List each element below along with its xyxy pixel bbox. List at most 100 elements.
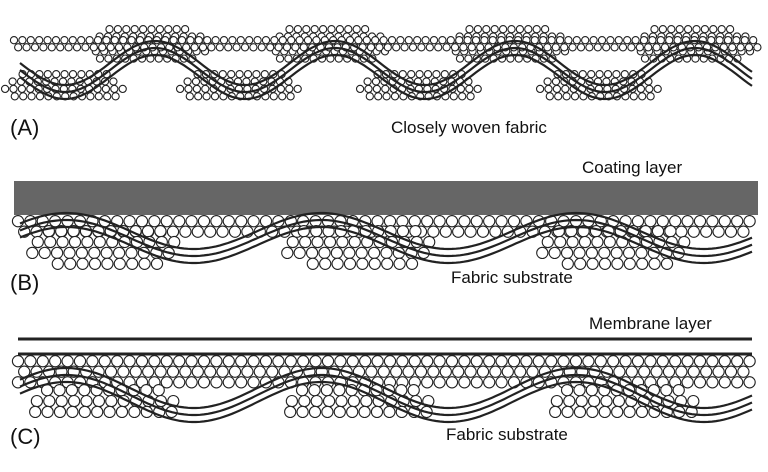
substrate-filament (30, 394, 44, 408)
substrate-filament (591, 235, 604, 249)
substrate-filament (662, 365, 676, 378)
substrate-filament (541, 235, 554, 249)
weft-filament (138, 25, 148, 34)
substrate-filament (91, 405, 104, 419)
weft-filament (285, 84, 294, 94)
substrate-filament (594, 355, 607, 368)
weft-filament (26, 36, 35, 45)
weft-filament (744, 43, 754, 52)
weft-filament (540, 25, 550, 34)
panel-b-substrate-caption: Fabric substrate (451, 268, 573, 287)
weft-filament (543, 77, 552, 86)
weft-filament (211, 36, 220, 45)
weft-filament (365, 92, 374, 101)
weft-filament (105, 25, 114, 34)
weft-filament (284, 54, 293, 63)
substrate-filament (623, 257, 636, 270)
substrate-filament (470, 215, 483, 228)
substrate-filament (24, 355, 37, 368)
weft-filament (299, 43, 308, 52)
weft-filament (47, 43, 56, 52)
substrate-filament (216, 365, 229, 378)
weft-filament (215, 43, 224, 52)
substrate-filament (743, 355, 756, 368)
substrate-filament (308, 384, 321, 397)
warp-yarn-line (19, 218, 753, 258)
substrate-filament (113, 257, 126, 270)
weft-filament (390, 92, 400, 101)
weft-filament (524, 25, 533, 34)
weft-filament (190, 43, 199, 52)
weft-filament (645, 84, 654, 94)
weft-filament (408, 43, 418, 52)
weft-filament (9, 36, 19, 45)
weft-filament (648, 36, 657, 45)
substrate-filament (336, 235, 349, 249)
substrate-filament (557, 355, 570, 368)
substrate-filament (687, 365, 700, 378)
weft-filament (417, 43, 426, 52)
substrate-filament (319, 257, 332, 270)
substrate-filament (476, 365, 490, 378)
panel-b-label: (B) (10, 270, 40, 295)
substrate-filament (700, 225, 713, 238)
weft-filament (302, 25, 311, 34)
substrate-filament (115, 405, 129, 419)
substrate-filament (631, 355, 645, 368)
substrate-filament (622, 246, 636, 260)
substrate-filament (135, 215, 149, 228)
substrate-filament (464, 225, 477, 238)
substrate-filament (56, 235, 69, 249)
weft-filament (364, 84, 373, 94)
weft-filament (101, 84, 111, 94)
substrate-filament (247, 215, 260, 228)
weft-filament (274, 43, 283, 52)
substrate-filament (103, 405, 116, 419)
substrate-filament (598, 257, 612, 270)
substrate-filament (390, 365, 403, 378)
substrate-filament (63, 246, 76, 260)
weft-filament (295, 36, 304, 45)
warp-yarn-line (19, 39, 753, 87)
substrate-filament (53, 405, 67, 419)
substrate-filament (470, 355, 483, 368)
substrate-filament (334, 355, 347, 368)
substrate-filament (611, 257, 624, 270)
weft-filament (86, 92, 95, 101)
weft-filament (19, 92, 28, 101)
substrate-filament (574, 257, 587, 270)
warp-yarn-line (19, 366, 753, 410)
weft-filament (438, 36, 447, 45)
substrate-filament (545, 355, 558, 368)
weft-filament (56, 43, 65, 52)
substrate-filament (693, 215, 707, 228)
substrate-filament (681, 215, 694, 228)
substrate-filament (405, 257, 419, 270)
weft-filament (442, 43, 451, 52)
substrate-filament (587, 394, 601, 408)
substrate-filament (298, 394, 311, 408)
substrate-filament (204, 365, 217, 378)
weft-filament (667, 25, 676, 34)
substrate-filament (36, 355, 49, 368)
substrate-filament (427, 365, 440, 378)
substrate-filament (554, 235, 567, 249)
substrate-filament (724, 365, 738, 378)
weft-filament (749, 36, 758, 45)
weft-filament (355, 84, 365, 94)
weft-filament (286, 92, 295, 101)
substrate-filament (330, 246, 344, 260)
weft-filament (464, 54, 473, 63)
substrate-filament (173, 355, 186, 368)
weft-filament (194, 92, 203, 101)
substrate-filament (381, 257, 394, 270)
weft-filament (723, 36, 733, 45)
substrate-filament (706, 355, 719, 368)
substrate-filament (607, 355, 620, 368)
weft-filament (415, 70, 424, 79)
weft-filament (224, 43, 233, 52)
weft-filament (164, 25, 173, 34)
substrate-filament (724, 225, 738, 238)
weft-filament (603, 70, 613, 79)
substrate-filament (407, 384, 420, 397)
